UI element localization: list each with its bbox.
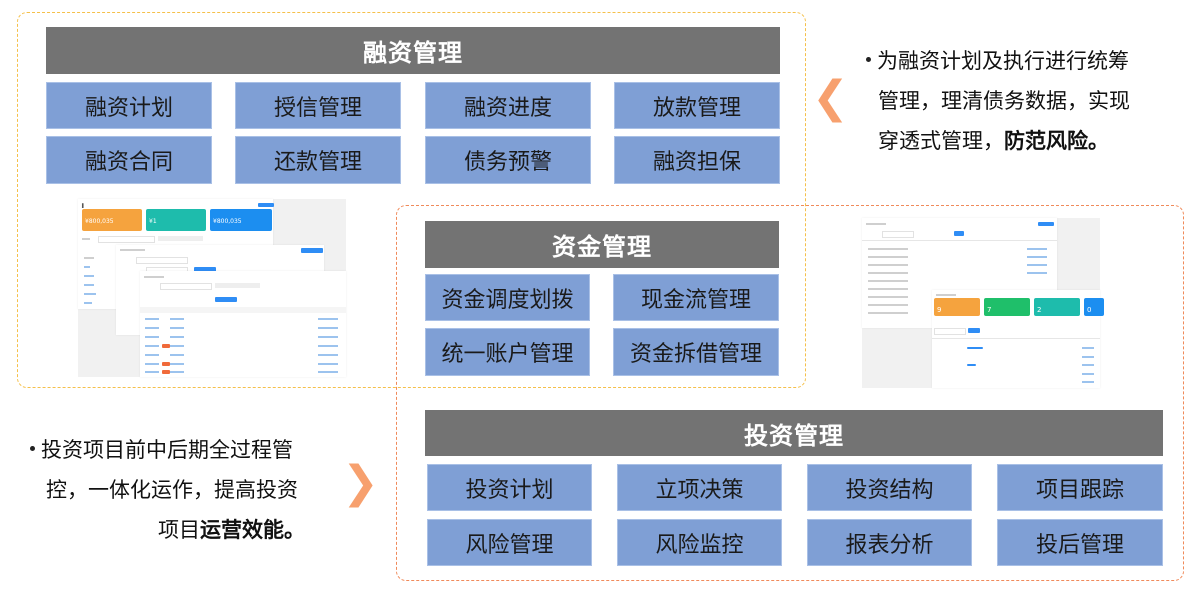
financing-item[interactable]: 融资进度 <box>425 82 591 129</box>
investment-item[interactable]: 项目跟踪 <box>997 464 1163 511</box>
chevron-right-icon: ❯ <box>342 457 379 508</box>
summary-card: 7 <box>984 298 1030 316</box>
financing-item[interactable]: 还款管理 <box>235 136 401 184</box>
summary-card: 9 <box>934 298 980 316</box>
financing-item[interactable]: 债务预警 <box>425 136 591 184</box>
bullet-icon <box>866 56 871 62</box>
investment-item[interactable]: 投资计划 <box>427 464 592 511</box>
fund-item[interactable]: 现金流管理 <box>613 274 779 321</box>
financing-item[interactable]: 放款管理 <box>614 82 780 129</box>
financing-header: 融资管理 <box>46 27 780 74</box>
fund-item[interactable]: 资金调度划拨 <box>425 274 590 321</box>
investment-item[interactable]: 投资结构 <box>807 464 972 511</box>
investment-fund-frame <box>396 205 1184 581</box>
financing-item[interactable]: 融资合同 <box>46 136 212 184</box>
investment-screenshot: 9 7 2 0 <box>862 218 1104 388</box>
fund-item[interactable]: 统一账户管理 <box>425 328 590 376</box>
investment-item[interactable]: 风险管理 <box>427 519 592 566</box>
investment-header: 投资管理 <box>425 410 1163 456</box>
investment-description: 投资项目前中后期全过程管 控，一体化运作，提高投资 项目运营效能。 <box>30 430 330 550</box>
fund-item[interactable]: 资金拆借管理 <box>613 328 779 376</box>
financing-screenshot: ▌ ¥800,035 ¥1 ¥800,035 <box>78 199 346 377</box>
summary-card: 2 <box>1034 298 1080 316</box>
financing-item[interactable]: 融资担保 <box>614 136 780 184</box>
summary-card: ¥800,035 <box>82 209 142 231</box>
financing-item[interactable]: 授信管理 <box>235 82 401 129</box>
investment-item[interactable]: 投后管理 <box>997 519 1163 566</box>
financing-frame <box>17 12 806 388</box>
chevron-left-icon: ❮ <box>812 72 849 123</box>
financing-description: 为融资计划及执行进行统筹 管理，理清债务数据，实现 穿透式管理，防范风险。 <box>866 41 1186 161</box>
financing-item[interactable]: 融资计划 <box>46 82 212 129</box>
investment-item[interactable]: 报表分析 <box>807 519 972 566</box>
investment-item[interactable]: 立项决策 <box>617 464 782 511</box>
summary-card: 0 <box>1084 298 1104 316</box>
fund-header: 资金管理 <box>425 221 779 268</box>
summary-card: ¥1 <box>146 209 206 231</box>
summary-card: ¥800,035 <box>210 209 272 231</box>
investment-item[interactable]: 风险监控 <box>617 519 782 566</box>
bullet-icon <box>30 445 35 451</box>
